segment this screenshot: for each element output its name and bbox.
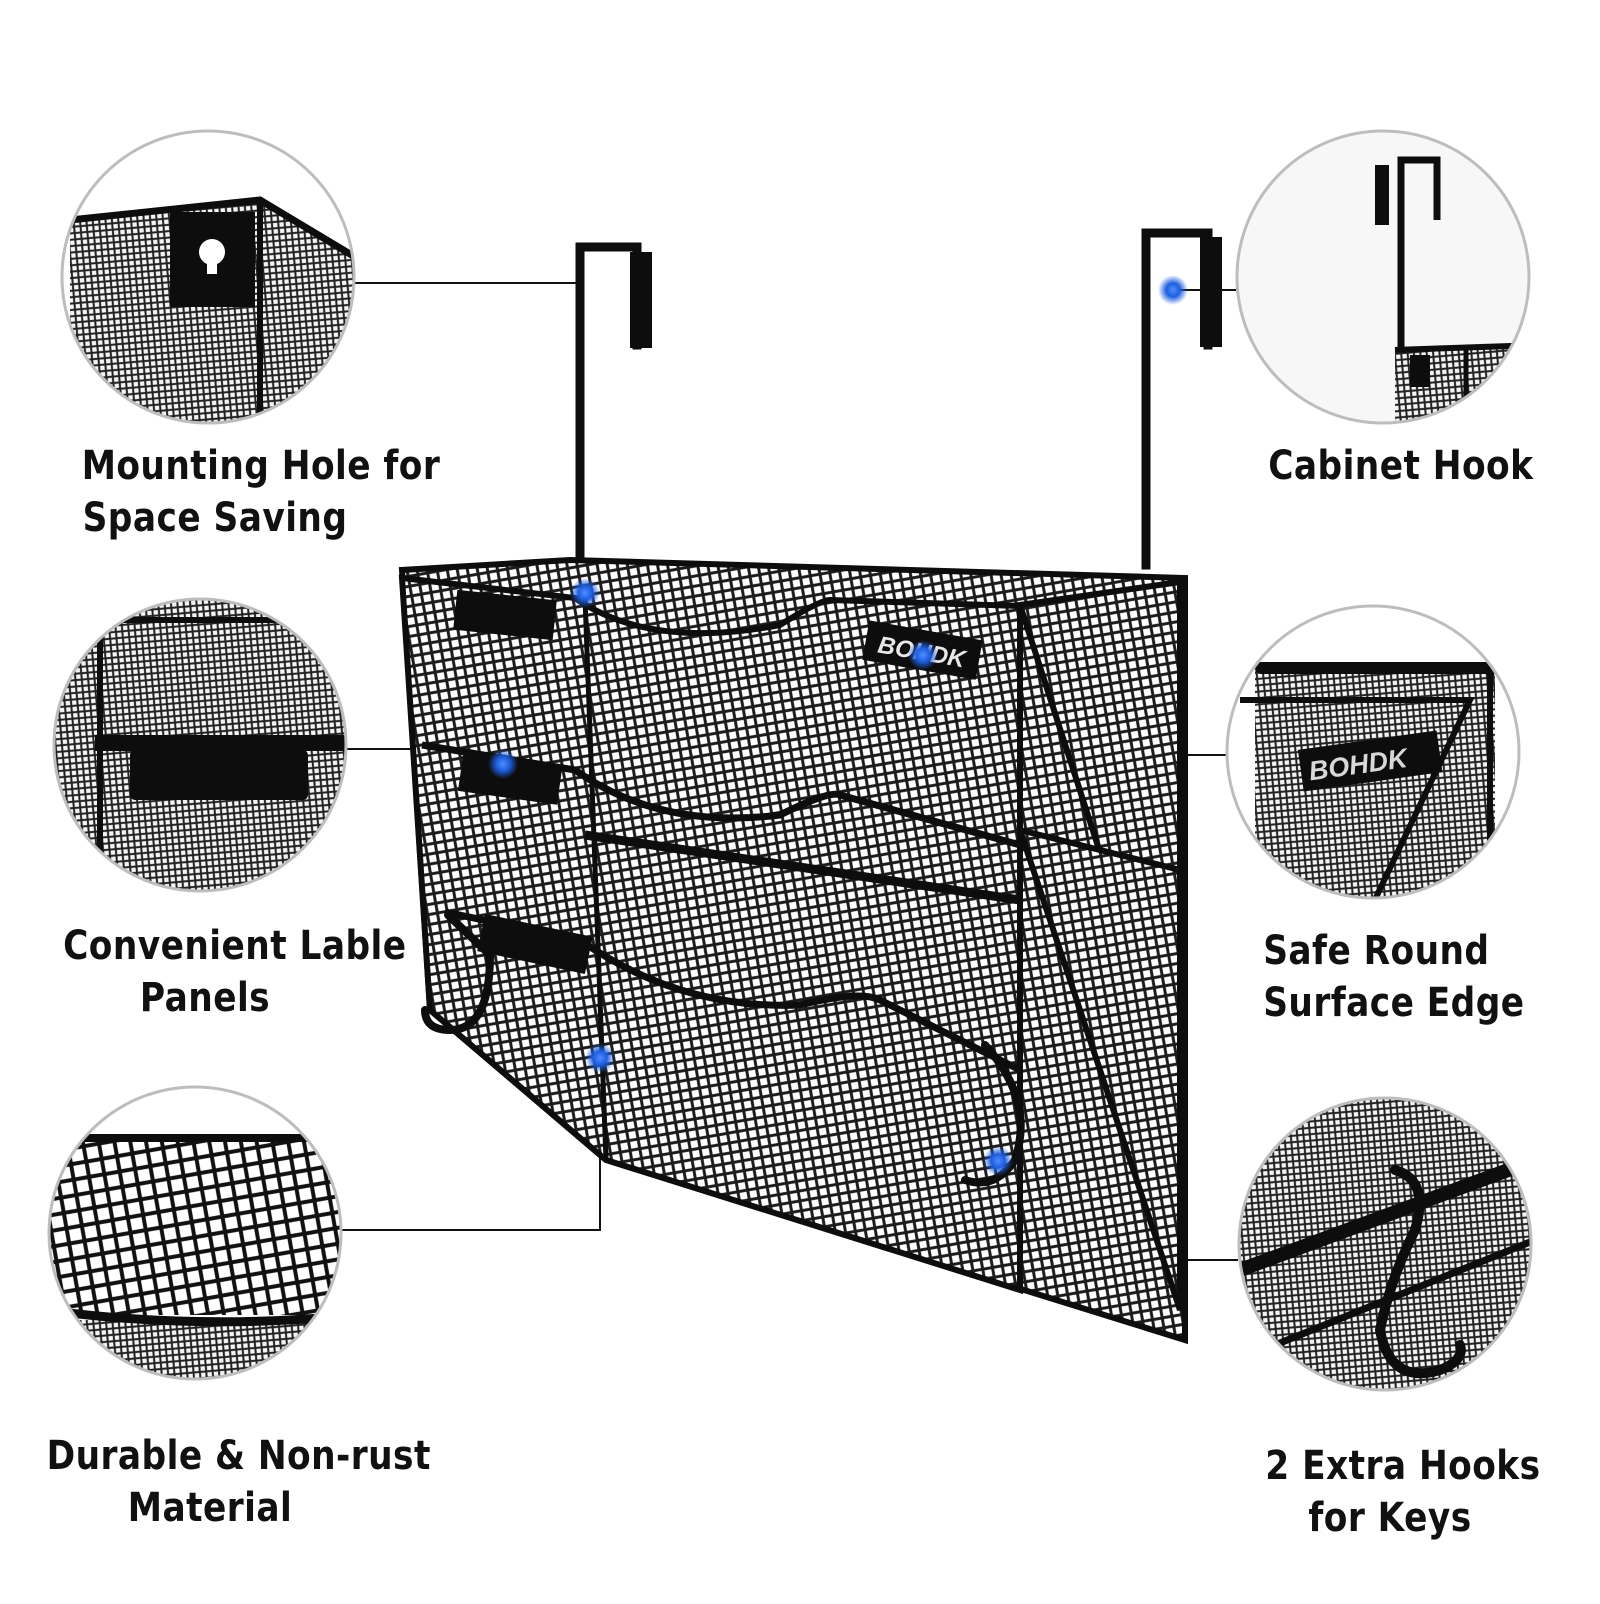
right-key-hook	[961, 1041, 1025, 1187]
marker-durable-material	[585, 1043, 615, 1073]
caption-round-edge: Safe Round Surface Edge	[1263, 925, 1525, 1029]
caption-line: Safe Round	[1263, 928, 1490, 974]
marker-cabinet-hook	[1158, 275, 1188, 305]
caption-mounting-hole: Mounting Hole for Space Saving	[81, 440, 441, 544]
caption-line: Space Saving	[82, 495, 348, 541]
caption-line: Cabinet Hook	[1268, 443, 1534, 489]
caption-line: for Keys	[1308, 1495, 1472, 1541]
line-mounting-hole	[354, 282, 581, 580]
left-cabinet-hook	[575, 242, 642, 570]
detail-round-edge: BOHDK	[1225, 604, 1521, 900]
marker-label-panels	[488, 749, 518, 779]
caption-line: Durable & Non-rust	[46, 1433, 431, 1479]
caption-cabinet-hook: Cabinet Hook	[1268, 440, 1534, 492]
caption-line: Panels	[139, 975, 271, 1021]
detail-mounting-hole	[60, 129, 356, 425]
marker-extra-hooks	[983, 1146, 1013, 1176]
caption-line: Material	[127, 1485, 293, 1531]
caption-extra-hooks: 2 Extra Hooks for Keys	[1265, 1440, 1541, 1544]
left-key-hook	[421, 911, 495, 1035]
caption-line: Surface Edge	[1263, 980, 1525, 1026]
detail-cabinet-hook	[1235, 129, 1531, 425]
detail-durable-material	[47, 1085, 343, 1381]
detail-extra-hooks	[1237, 1096, 1533, 1392]
detail-label-panels	[52, 597, 348, 893]
feature-markers	[488, 275, 1188, 1176]
caption-label-panels: Convenient Lable Panels	[63, 920, 407, 1024]
marker-round-edge	[908, 640, 938, 670]
caption-line: 2 Extra Hooks	[1265, 1443, 1541, 1489]
caption-line: Convenient Lable	[63, 923, 407, 969]
mesh-file-organizer: BOHDK	[398, 228, 1222, 1345]
caption-durable-material: Durable & Non-rust Material	[46, 1430, 431, 1534]
marker-mounting-hole	[570, 578, 600, 608]
caption-line: Mounting Hole for	[81, 443, 441, 489]
